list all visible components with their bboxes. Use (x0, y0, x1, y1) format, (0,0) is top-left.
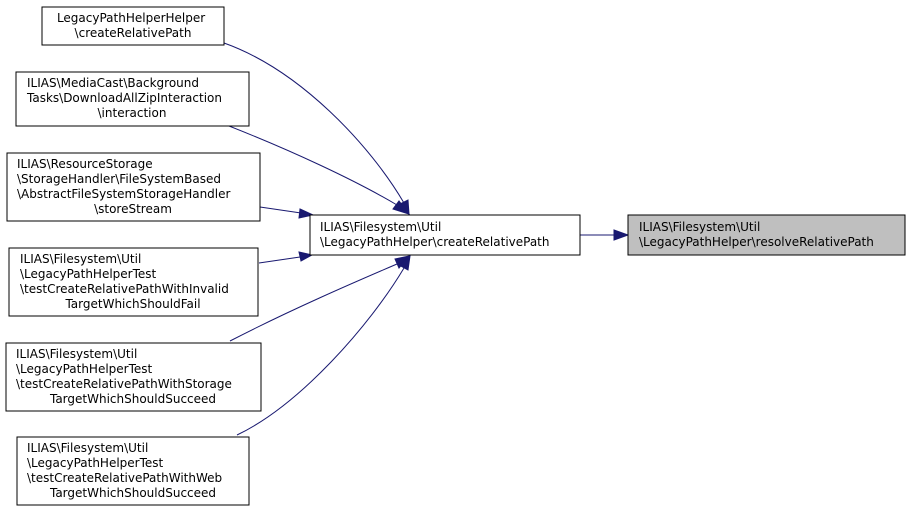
node-box (41, 6, 225, 46)
node-box (6, 152, 261, 222)
node-line: Tasks\DownloadAllZipInteraction (26, 91, 222, 105)
node-line: LegacyPathHelperHelper (57, 11, 205, 25)
edge-n4-to-center (229, 263, 398, 342)
node-line: \testCreateRelativePathWithStorage (16, 377, 232, 391)
arrow-n1-to-center (392, 200, 411, 215)
node-test-web-target[interactable]: ILIAS\Filesystem\Util \LegacyPathHelperT… (16, 436, 250, 506)
node-box (16, 436, 250, 506)
node-line: \LegacyPathHelperTest (16, 362, 153, 376)
edge-n5-to-center (236, 267, 405, 436)
edge-n1-to-center (228, 125, 398, 206)
node-line: \testCreateRelativePathWithInvalid (20, 282, 229, 296)
node-label: ILIAS\Filesystem\Util \LegacyPathHelper\… (320, 220, 550, 249)
node-line: ILIAS\Filesystem\Util (16, 347, 137, 361)
node-line: TargetWhichShouldSucceed (49, 486, 216, 500)
node-line: \StorageHandler\FileSystemBased (17, 172, 221, 186)
node-abstract-filesystem-storage-handler[interactable]: ILIAS\ResourceStorage \StorageHandler\Fi… (6, 152, 261, 222)
node-line: ILIAS\ResourceStorage (17, 157, 153, 171)
node-line: TargetWhichShouldFail (64, 297, 200, 311)
node-line: ILIAS\Filesystem\Util (27, 441, 148, 455)
node-box (8, 247, 259, 317)
node-label: ILIAS\Filesystem\Util \LegacyPathHelper\… (639, 220, 874, 249)
node-box (15, 71, 250, 127)
node-label: ILIAS\Filesystem\Util \LegacyPathHelperT… (16, 347, 236, 406)
node-line: \createRelativePath (75, 26, 192, 40)
edge-n2-to-center (259, 206, 302, 214)
node-line: \AbstractFileSystemStorageHandler (17, 187, 231, 201)
node-line: \testCreateRelativePathWithWeb (27, 471, 222, 485)
edge-n0-to-center (223, 42, 405, 204)
node-box (309, 214, 581, 256)
node-line: \LegacyPathHelperTest (20, 267, 157, 281)
node-download-all-zip-interaction[interactable]: ILIAS\MediaCast\Background Tasks\Downloa… (15, 71, 250, 127)
node-box (5, 342, 262, 412)
arrow-n3-to-center (298, 251, 314, 262)
node-label: LegacyPathHelperHelper \createRelativePa… (57, 11, 209, 40)
arrow-n5-to-center (398, 254, 411, 271)
node-line: \storeStream (94, 202, 172, 216)
node-label: ILIAS\Filesystem\Util \LegacyPathHelperT… (27, 441, 226, 500)
node-test-invalid-target[interactable]: ILIAS\Filesystem\Util \LegacyPathHelperT… (8, 247, 259, 317)
arrow-center-to-target (613, 229, 630, 241)
node-box-highlighted (627, 214, 906, 256)
node-line: \LegacyPathHelper\resolveRelativePath (639, 235, 874, 249)
node-line: ILIAS\Filesystem\Util (320, 220, 441, 234)
node-resolve-relative-path[interactable]: ILIAS\Filesystem\Util \LegacyPathHelper\… (627, 214, 906, 256)
node-label: ILIAS\Filesystem\Util \LegacyPathHelperT… (20, 252, 233, 311)
node-line: ILIAS\Filesystem\Util (639, 220, 760, 234)
node-label: ILIAS\MediaCast\Background Tasks\Downloa… (26, 76, 226, 120)
node-test-storage-target[interactable]: ILIAS\Filesystem\Util \LegacyPathHelperT… (5, 342, 262, 412)
edges (223, 42, 630, 436)
node-line: \LegacyPathHelper\createRelativePath (320, 235, 550, 249)
node-line: TargetWhichShouldSucceed (49, 392, 216, 406)
node-legacy-helper-helper[interactable]: LegacyPathHelperHelper \createRelativePa… (41, 6, 225, 46)
edge-n3-to-center (258, 256, 301, 264)
node-line: ILIAS\MediaCast\Background (27, 76, 199, 90)
node-create-relative-path[interactable]: ILIAS\Filesystem\Util \LegacyPathHelper\… (309, 214, 581, 256)
node-line: \interaction (98, 106, 167, 120)
node-line: \LegacyPathHelperTest (27, 456, 164, 470)
node-label: ILIAS\ResourceStorage \StorageHandler\Fi… (17, 157, 234, 216)
node-line: ILIAS\Filesystem\Util (20, 252, 141, 266)
